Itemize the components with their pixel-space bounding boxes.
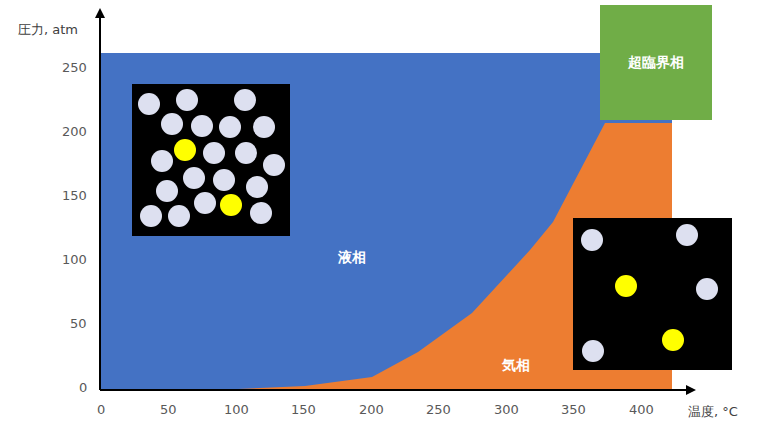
tick-label: 100 [62, 252, 87, 268]
gas-inset [573, 218, 732, 370]
tick-label: 200 [62, 124, 87, 140]
tick-label: 250 [426, 402, 451, 418]
y-axis [99, 10, 101, 390]
tick-label: 400 [629, 402, 654, 418]
supercritical-box: 超臨界相 [600, 5, 712, 120]
phase-name: 超臨界相 [628, 54, 684, 72]
liquid-phase-label-box: 液相 [334, 247, 370, 269]
tick-label: 350 [561, 402, 586, 418]
tick-label: 50 [160, 402, 177, 418]
axis-title: 圧力, atm [18, 22, 78, 38]
phase-name: 気相 [502, 357, 530, 375]
liquid-inset [132, 84, 290, 236]
tick-label: 300 [494, 402, 519, 418]
tick-label: 0 [79, 380, 87, 396]
axis-title: 温度, °C [688, 404, 738, 420]
tick-label: 150 [291, 402, 316, 418]
tick-label: 200 [359, 402, 384, 418]
tick-label: 250 [62, 60, 87, 76]
tick-label: 50 [70, 316, 87, 332]
tick-label: 150 [62, 188, 87, 204]
tick-label: 0 [97, 402, 105, 418]
tick-label: 100 [224, 402, 249, 418]
x-axis [100, 389, 694, 391]
phase-name: 液相 [338, 249, 366, 267]
gas-phase-label-box: 気相 [498, 355, 534, 377]
